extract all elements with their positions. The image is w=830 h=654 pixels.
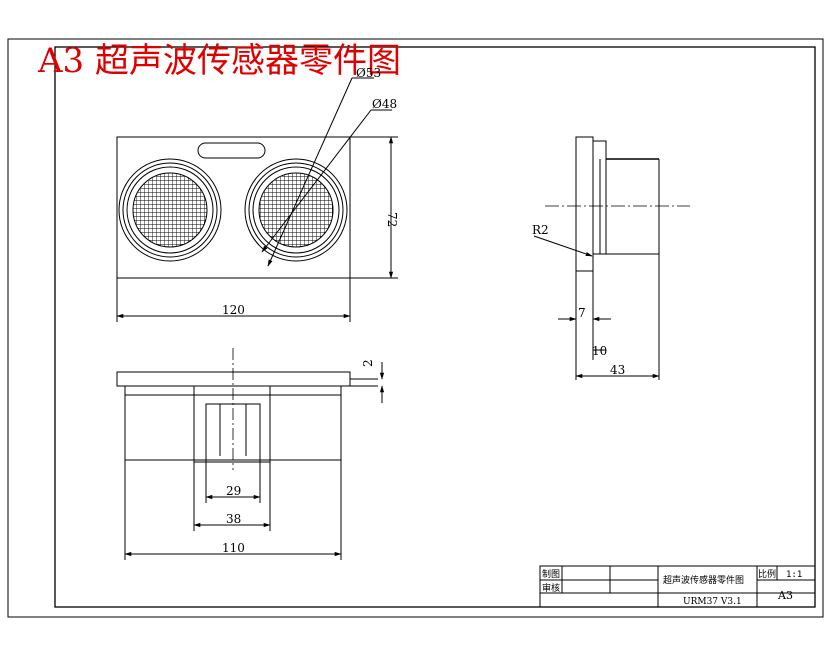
tb-checked-label: 审核 [542, 582, 560, 594]
dim-7: 7 [578, 306, 586, 320]
front-view [116, 77, 398, 322]
tb-scale-label: 比例 [758, 568, 776, 580]
front-slot [197, 142, 266, 159]
dim-110: 110 [222, 541, 245, 555]
tb-scale-value: 1:1 [786, 570, 802, 580]
dim-72: 72 [385, 212, 399, 227]
outer-border [7, 38, 824, 618]
right-transducer-mesh [258, 172, 334, 248]
side-view [533, 136, 690, 380]
top-plate [116, 371, 351, 387]
tb-sheet-size: A3 [777, 589, 793, 602]
top-view [116, 348, 385, 560]
left-transducer-mesh [132, 172, 208, 248]
dim-120: 120 [222, 303, 245, 317]
tb-drawn-label: 制图 [542, 568, 560, 580]
drawing-title: A3 超声波传感器零件图 [37, 41, 401, 81]
dim-29: 29 [226, 484, 241, 498]
dim-d53: Ø53 [356, 66, 381, 80]
dim-38: 38 [226, 512, 241, 526]
inner-border [54, 46, 816, 608]
dim-43: 43 [610, 363, 625, 377]
front-plate [116, 136, 351, 279]
title-block [539, 565, 816, 608]
tb-part-name: 超声波传感器零件图 [663, 574, 744, 586]
dim-r2: R2 [532, 223, 549, 237]
dim-2: 2 [361, 359, 375, 367]
tb-model: URM37 V3.1 [683, 597, 742, 607]
dim-d48: Ø48 [372, 97, 397, 111]
dim-10: 10 [592, 344, 607, 358]
